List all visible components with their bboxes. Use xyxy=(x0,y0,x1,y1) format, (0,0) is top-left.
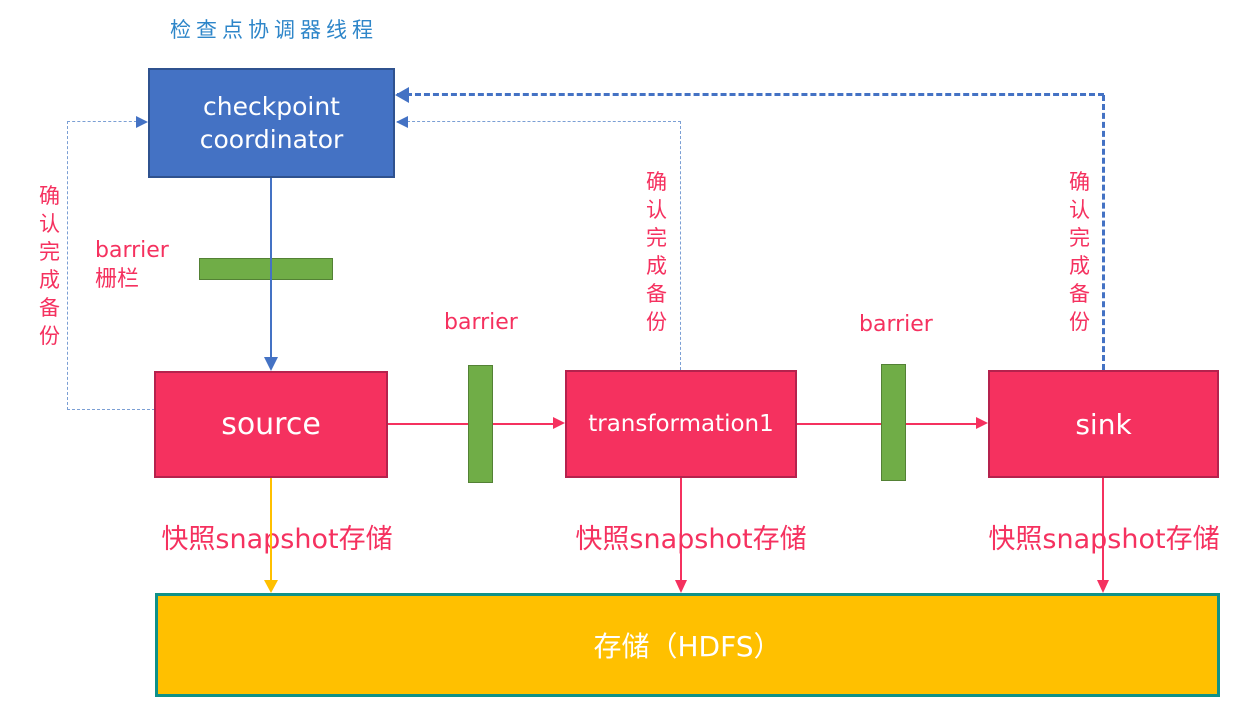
arrow-down-icon xyxy=(264,580,278,593)
snapshot-label-source: 快照snapshot存储 xyxy=(161,524,393,555)
coordinator-node: checkpoint coordinator xyxy=(148,68,395,178)
barrier-to-transformation-line xyxy=(493,423,554,425)
ack-path-source-bottom-segment xyxy=(67,409,155,410)
storage-node: 存储（HDFS） xyxy=(155,593,1220,697)
barrier-bar-horizontal xyxy=(199,258,333,280)
snapshot-label-transformation: 快照snapshot存储 xyxy=(575,524,807,555)
ack-label-transformation: 确认完成备份 xyxy=(646,170,667,334)
coordinator-to-source-line xyxy=(270,178,272,359)
source-to-barrier-line xyxy=(388,423,468,425)
arrow-down-icon xyxy=(1097,580,1109,593)
barrier-label-1-cn: 栅栏 xyxy=(95,267,140,292)
transformation-node: transformation1 xyxy=(565,370,797,478)
barrier-label-1-en: barrier xyxy=(95,238,169,263)
source-to-storage-line xyxy=(270,478,272,581)
arrow-right-icon xyxy=(976,417,988,429)
sink-to-storage-line xyxy=(1102,478,1104,581)
transformation-to-barrier-line xyxy=(797,423,881,425)
ack-label-sink: 确认完成备份 xyxy=(1069,170,1090,334)
ack-path-sink-top-segment xyxy=(397,93,1104,96)
snapshot-label-sink: 快照snapshot存储 xyxy=(988,524,1220,555)
ack-path-source-vertical-segment xyxy=(67,121,68,410)
barrier-bar-2 xyxy=(468,365,493,483)
sink-label: sink xyxy=(1075,407,1132,441)
sink-node: sink xyxy=(988,370,1219,478)
transformation-label: transformation1 xyxy=(588,411,774,437)
arrow-right-icon xyxy=(136,116,148,128)
ack-path-source-top-segment xyxy=(67,121,137,122)
transformation-to-storage-line xyxy=(680,478,682,581)
arrow-left-icon xyxy=(396,116,408,128)
arrow-left-icon xyxy=(395,87,409,103)
coordinator-label-line2: coordinator xyxy=(199,125,344,154)
ack-label-source: 确认完成备份 xyxy=(39,184,60,348)
arrow-down-icon xyxy=(264,357,278,371)
barrier-label-2: barrier xyxy=(444,310,518,335)
diagram-title: 检查点协调器线程 xyxy=(170,18,378,42)
barrier-to-sink-line xyxy=(906,423,977,425)
ack-path-transformation-vertical-segment xyxy=(680,121,681,370)
barrier-label-3: barrier xyxy=(859,312,933,337)
arrow-right-icon xyxy=(553,417,565,429)
barrier-bar-3 xyxy=(881,364,906,481)
coordinator-label-line1: checkpoint xyxy=(203,92,340,121)
storage-label: 存储（HDFS） xyxy=(593,630,782,663)
ack-path-transformation-top-segment xyxy=(397,121,681,122)
source-label: source xyxy=(221,407,321,442)
arrow-down-icon xyxy=(675,580,687,593)
barrier-label-1: barrier 栅栏 xyxy=(95,236,169,294)
source-node: source xyxy=(154,371,388,478)
ack-path-sink-vertical-segment xyxy=(1102,95,1105,370)
